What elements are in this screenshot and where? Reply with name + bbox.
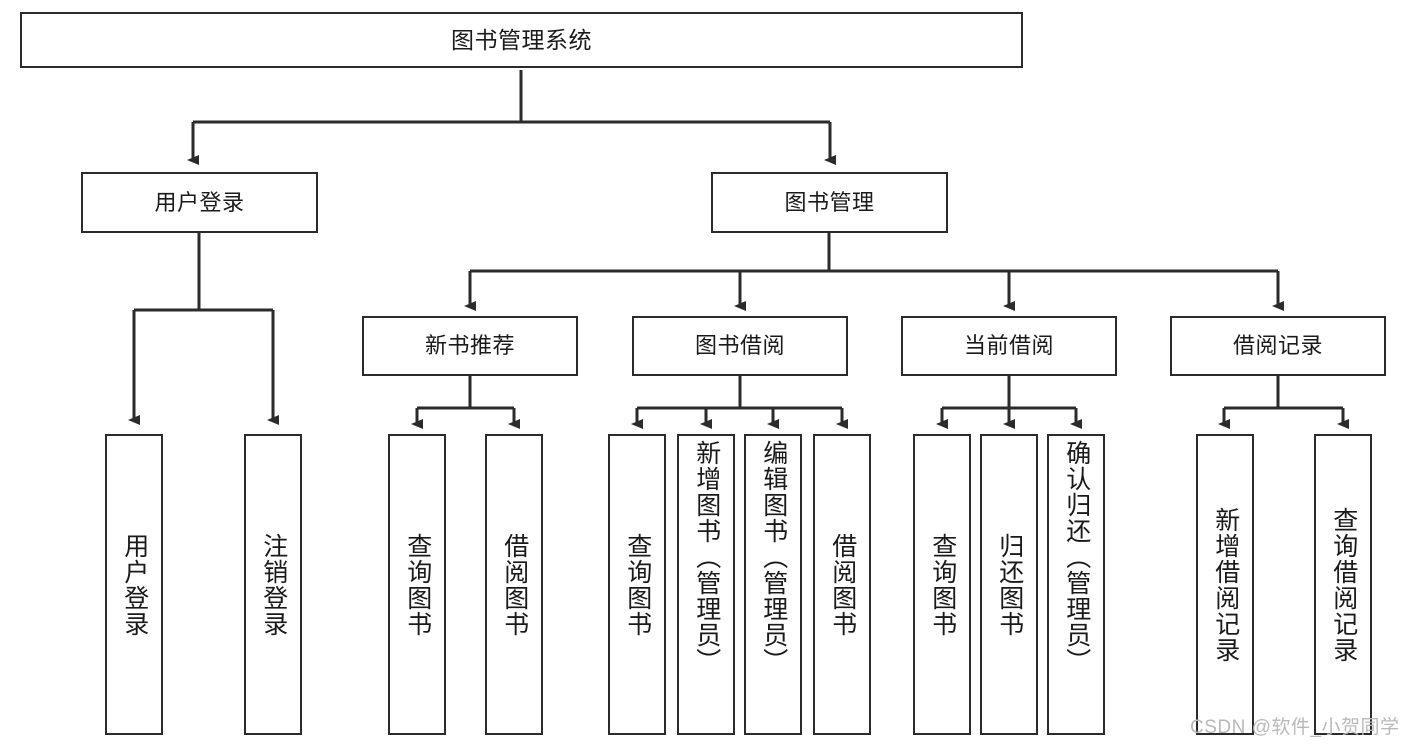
- node-label: 图书借阅: [694, 333, 785, 359]
- node-borrow-record[interactable]: 借阅记录: [1170, 316, 1386, 376]
- node-label: 借阅图书: [828, 532, 857, 637]
- node-label: 新书推荐: [424, 333, 515, 359]
- node-label: 借阅记录: [1232, 333, 1323, 359]
- leaf-query-borrow-record[interactable]: 查询借阅记录: [1314, 434, 1372, 735]
- node-label: 新增借阅记录: [1211, 506, 1240, 663]
- node-label: 借阅图书: [500, 532, 529, 637]
- leaf-borrow-book-borrow[interactable]: 借阅图书: [813, 434, 871, 735]
- node-root-system[interactable]: 图书管理系统: [20, 12, 1023, 68]
- leaf-logout-login[interactable]: 注销登录: [244, 434, 302, 735]
- leaf-query-book-recommend[interactable]: 查询图书: [388, 434, 446, 735]
- leaf-add-borrow-record[interactable]: 新增借阅记录: [1196, 434, 1254, 735]
- node-book-borrow[interactable]: 图书借阅: [632, 316, 848, 376]
- leaf-add-book-admin[interactable]: 新增图书（管理员）: [677, 434, 735, 735]
- watermark-text: CSDN @软件_小贺同学: [1190, 717, 1400, 738]
- leaf-borrow-book-recommend[interactable]: 借阅图书: [485, 434, 543, 735]
- node-label: 图书管理: [784, 189, 875, 215]
- leaf-query-book-borrow[interactable]: 查询图书: [608, 434, 666, 735]
- node-label: 当前借阅: [963, 333, 1054, 359]
- node-label: 新增图书（管理员）: [692, 440, 721, 674]
- node-label: 用户登录: [154, 189, 245, 215]
- node-book-management[interactable]: 图书管理: [711, 172, 948, 233]
- node-label: 查询图书: [928, 532, 957, 637]
- node-label: 图书管理系统: [451, 26, 592, 53]
- node-label: 用户登录: [120, 532, 149, 637]
- node-label: 注销登录: [259, 532, 288, 637]
- leaf-user-login[interactable]: 用户登录: [105, 434, 163, 735]
- leaf-edit-book-admin[interactable]: 编辑图书（管理员）: [744, 434, 802, 735]
- node-label: 归还图书: [995, 532, 1024, 637]
- leaf-confirm-return-admin[interactable]: 确认归还（管理员）: [1047, 434, 1105, 735]
- leaf-return-book[interactable]: 归还图书: [980, 434, 1038, 735]
- node-label: 编辑图书（管理员）: [759, 440, 788, 674]
- leaf-query-book-current[interactable]: 查询图书: [913, 434, 971, 735]
- node-user-login[interactable]: 用户登录: [81, 172, 318, 233]
- node-label: 查询图书: [403, 532, 432, 637]
- node-current-borrow[interactable]: 当前借阅: [901, 316, 1117, 376]
- node-label: 查询借阅记录: [1329, 506, 1358, 663]
- node-label: 查询图书: [623, 532, 652, 637]
- node-new-book-recommend[interactable]: 新书推荐: [362, 316, 578, 376]
- node-label: 确认归还（管理员）: [1062, 440, 1091, 674]
